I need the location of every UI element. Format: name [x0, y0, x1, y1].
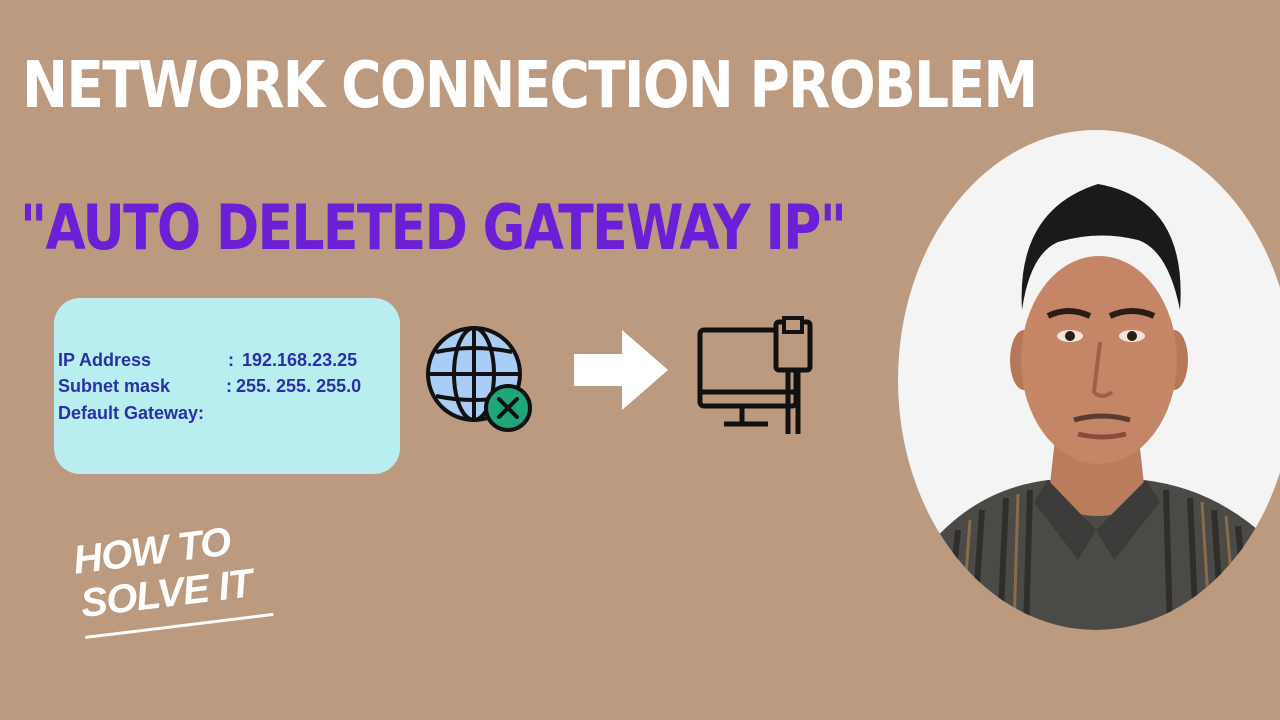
- how-to-solve-it-label: HOW TO SOLVE IT: [62, 505, 295, 651]
- ip-address-label: IP Address: [58, 350, 152, 370]
- ip-address-value: 192.168.23.25: [242, 350, 358, 370]
- subnet-mask-label: Subnet mask: [58, 376, 171, 396]
- page-subtitle: "AUTO DELETED GATEWAY IP": [20, 191, 847, 264]
- monitor-ethernet-icon: [692, 316, 818, 438]
- globe-disconnected-icon: [422, 322, 534, 434]
- default-gateway-label: Default Gateway:: [58, 403, 205, 423]
- arrow-right-icon: [572, 328, 670, 412]
- subnet-mask-separator: :: [226, 376, 232, 396]
- ip-config-card: IP Address : 192.168.23.25 Subnet mask :…: [54, 298, 400, 474]
- page-title: NETWORK CONNECTION PROBLEM: [22, 49, 1038, 123]
- ip-address-separator: :: [228, 350, 234, 370]
- subnet-mask-value: 255. 255. 255.0: [236, 376, 362, 396]
- presenter-portrait: [898, 130, 1280, 630]
